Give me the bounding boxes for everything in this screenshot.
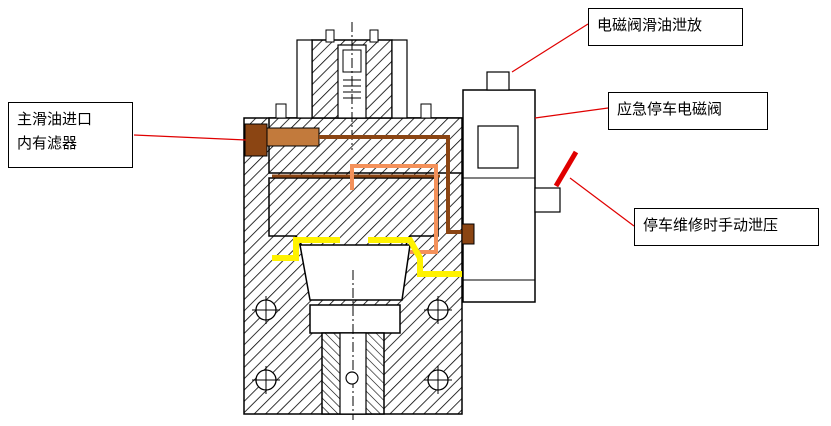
solenoid-oil-drain-label: 电磁阀滑油泄放 bbox=[588, 8, 743, 46]
main-oil-inlet-line2: 内有滤器 bbox=[17, 134, 78, 152]
top-actuator bbox=[275, 22, 432, 150]
solenoid-oil-drain-text: 电磁阀滑油泄放 bbox=[597, 16, 703, 34]
emergency-stop-solenoid-label: 应急停车电磁阀 bbox=[608, 92, 768, 130]
solenoid-valve-housing bbox=[462, 71, 579, 303]
leader-lines bbox=[133, 23, 635, 227]
manual-pressure-release-text: 停车维修时手动泄压 bbox=[643, 216, 779, 234]
oil-passages bbox=[244, 123, 475, 277]
main-oil-inlet-label: 主滑油进口 内有滤器 bbox=[8, 102, 133, 168]
bolt-holes bbox=[252, 296, 452, 394]
main-oil-inlet-line1: 主滑油进口 bbox=[17, 110, 93, 128]
emergency-stop-solenoid-text: 应急停车电磁阀 bbox=[617, 100, 723, 118]
manual-pressure-release-label: 停车维修时手动泄压 bbox=[634, 208, 819, 246]
